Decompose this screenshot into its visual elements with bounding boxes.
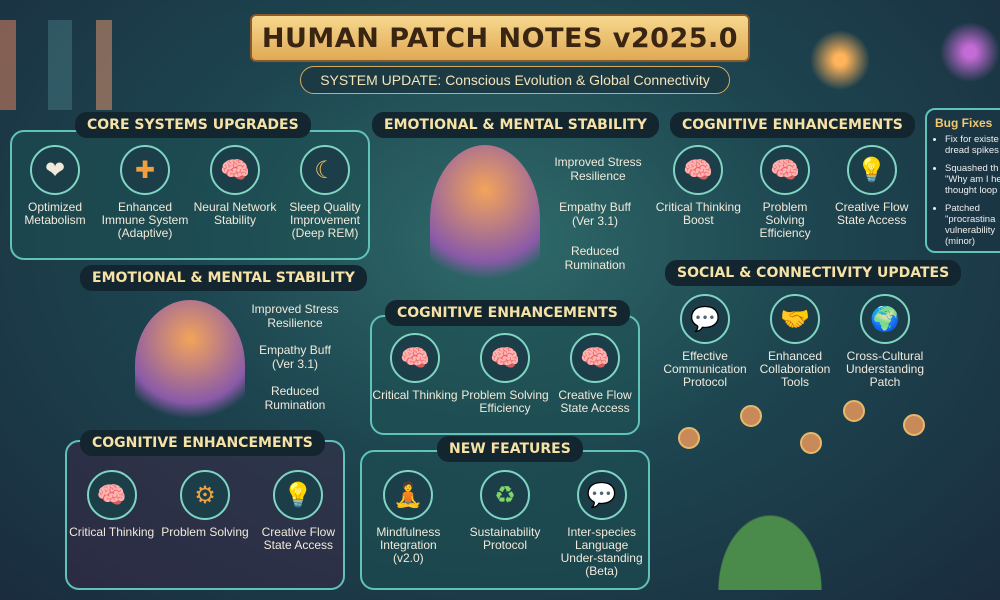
social-item: 🤝 Enhanced Collaboration Tools bbox=[750, 294, 840, 389]
new-features-header: NEW FEATURES bbox=[437, 436, 583, 462]
cognitive-left-header: COGNITIVE ENHANCEMENTS bbox=[80, 430, 325, 456]
emotional-left-item: Reduced Rumination bbox=[264, 384, 326, 412]
cognitive-item: 💡 Creative Flow State Access bbox=[828, 145, 915, 227]
neuron-illustration bbox=[800, 20, 1000, 100]
emotional-center-header: EMOTIONAL & MENTAL STABILITY bbox=[372, 112, 659, 138]
network-person-node bbox=[800, 432, 822, 454]
item-label: Effective Communication Protocol bbox=[663, 349, 747, 389]
item-label: Creative Flow State Access bbox=[835, 200, 909, 227]
bug-fixes-header: Bug Fixes bbox=[935, 116, 993, 130]
emotional-left-item: Empathy Buff (Ver 3.1) bbox=[259, 343, 331, 371]
brain-icon: 🧠 bbox=[86, 470, 137, 520]
handshake-icon: 🤝 bbox=[770, 294, 820, 344]
cognitive-right-list: 🧠 Critical Thinking Boost 🧠 Problem Solvin… bbox=[655, 145, 915, 240]
cognitive-item: ⚙ Problem Solving bbox=[160, 470, 250, 539]
title-banner: HUMAN PATCH NOTES v2025.0 bbox=[250, 14, 750, 62]
bug-fix-item: Patched "procrastina vulnerability (mino… bbox=[945, 203, 1000, 247]
item-label: Optimized Metabolism bbox=[24, 200, 86, 227]
cognitive-center-list: 🧠 Critical Thinking 🧠 Problem Solving Effi… bbox=[370, 333, 640, 415]
cognitive-item: 🧠 Creative Flow State Access bbox=[550, 333, 640, 415]
item-label: Cross-Cultural Understanding Patch bbox=[845, 349, 925, 389]
cognitive-item: 🧠 Problem Solving Efficiency bbox=[460, 333, 550, 415]
meditating-person-illustration bbox=[430, 145, 540, 295]
bug-fix-item: Squashed th "Why am I he thought loop bbox=[945, 163, 1000, 196]
people-group-illustration bbox=[680, 460, 860, 590]
lightbulb-icon: 💡 bbox=[846, 145, 897, 195]
item-label: Problem Solving bbox=[161, 525, 249, 539]
core-item-sleep: ☾ Sleep Quality Improvement (Deep REM) bbox=[280, 145, 370, 240]
core-item-metabolism: ❤ Optimized Metabolism bbox=[10, 145, 100, 227]
network-person-node bbox=[740, 405, 762, 427]
brain-icon: 🧠 bbox=[673, 145, 724, 195]
feature-item: 💬Inter-species Language Under-standing (… bbox=[557, 470, 647, 578]
brain-icon: 🧠 bbox=[210, 145, 260, 195]
item-label: Problem Solving Efficiency bbox=[461, 388, 549, 415]
brain-icon: 🧠 bbox=[390, 333, 440, 383]
item-label: Sustainability Protocol bbox=[469, 525, 541, 552]
item-label: Critical Thinking Boost bbox=[655, 200, 741, 227]
item-label: Mindfulness Integration (v2.0) bbox=[376, 525, 441, 565]
city-skyline-left bbox=[0, 20, 160, 110]
cognitive-item: 🧠 Critical Thinking Boost bbox=[655, 145, 742, 227]
item-label: Enhanced Immune System (Adaptive) bbox=[101, 200, 189, 240]
core-systems-list: ❤ Optimized Metabolism ✚ Enhanced Immune S… bbox=[10, 145, 370, 240]
item-label: Creative Flow State Access bbox=[558, 388, 632, 415]
lightbulb-icon: 💡 bbox=[273, 470, 324, 520]
social-list: 💬 Effective Communication Protocol 🤝 Enhan… bbox=[660, 294, 930, 389]
emotional-center-item: Empathy Buff (Ver 3.1) bbox=[559, 200, 631, 228]
emotional-center-item: Reduced Rumination bbox=[564, 244, 626, 272]
network-person-node bbox=[678, 427, 700, 449]
bug-fix-item: Fix for existe dread spikes bbox=[945, 134, 1000, 156]
heart-organ-icon: ❤ bbox=[30, 145, 80, 195]
item-label: Neural Network Stability bbox=[193, 200, 277, 227]
social-item: 🌍 Cross-Cultural Understanding Patch bbox=[840, 294, 930, 389]
feature-item: ♻ Sustainability Protocol bbox=[460, 470, 550, 552]
item-label: Sleep Quality Improvement (Deep REM) bbox=[289, 200, 361, 240]
item-label: Problem Solving Efficiency bbox=[759, 200, 811, 240]
meditating-person-illustration bbox=[135, 300, 245, 430]
emotional-left-header: EMOTIONAL & MENTAL STABILITY bbox=[80, 265, 367, 291]
item-label: Creative Flow State Access bbox=[261, 525, 335, 552]
feature-item: 🧘 Mindfulness Integration (v2.0) bbox=[363, 470, 453, 565]
cognitive-center-header: COGNITIVE ENHANCEMENTS bbox=[385, 300, 630, 326]
meditation-icon: 🧘 bbox=[383, 470, 434, 520]
shield-plus-icon: ✚ bbox=[120, 145, 170, 195]
item-label: Critical Thinking bbox=[69, 525, 155, 539]
cognitive-item: 🧠 Problem Solving Efficiency bbox=[742, 145, 829, 240]
recycle-icon: ♻ bbox=[479, 470, 530, 520]
brain-icon: 🧠 bbox=[480, 333, 530, 383]
core-item-immune: ✚ Enhanced Immune System (Adaptive) bbox=[100, 145, 190, 240]
bug-fixes-panel: Bug Fixes Fix for existe dread spikes Sq… bbox=[925, 108, 1000, 253]
new-features-list: 🧘 Mindfulness Integration (v2.0) ♻ Sustain… bbox=[360, 470, 650, 578]
cognitive-right-header: COGNITIVE ENHANCEMENTS bbox=[670, 112, 915, 138]
network-person-node bbox=[843, 400, 865, 422]
chat-icon: 💬 bbox=[680, 294, 730, 344]
emotional-left-item: Improved Stress Resilience bbox=[251, 302, 339, 330]
emotional-center-item: Improved Stress Resilience bbox=[554, 155, 642, 183]
globe-icon: 🌍 bbox=[860, 294, 910, 344]
moon-sleep-icon: ☾ bbox=[300, 145, 350, 195]
social-item: 💬 Effective Communication Protocol bbox=[660, 294, 750, 389]
item-label: Enhanced Collaboration Tools bbox=[759, 349, 831, 389]
cognitive-item: 💡 Creative Flow State Access bbox=[253, 470, 343, 552]
cognitive-item: 🧠 Critical Thinking bbox=[370, 333, 460, 402]
brain-icon: 🧠 bbox=[760, 145, 810, 195]
speech-bubbles-icon: 💬 bbox=[576, 470, 627, 520]
cognitive-item: 🧠 Critical Thinking bbox=[67, 470, 157, 539]
subtitle: SYSTEM UPDATE: Conscious Evolution & Glo… bbox=[300, 66, 730, 94]
item-label: Inter-species Language Under-standing (B… bbox=[560, 525, 643, 578]
gear-icon: ⚙ bbox=[179, 470, 230, 520]
brain-icon: 🧠 bbox=[570, 333, 620, 383]
page-title: HUMAN PATCH NOTES v2025.0 bbox=[261, 22, 739, 54]
core-systems-header: CORE SYSTEMS UPGRADES bbox=[75, 112, 311, 138]
social-header: SOCIAL & CONNECTIVITY UPDATES bbox=[665, 260, 962, 286]
cognitive-left-list: 🧠 Critical Thinking ⚙ Problem Solving 💡 Cre… bbox=[65, 470, 345, 552]
network-person-node bbox=[903, 414, 925, 436]
core-item-neural: 🧠 Neural Network Stability bbox=[190, 145, 280, 227]
item-label: Critical Thinking bbox=[372, 388, 458, 402]
